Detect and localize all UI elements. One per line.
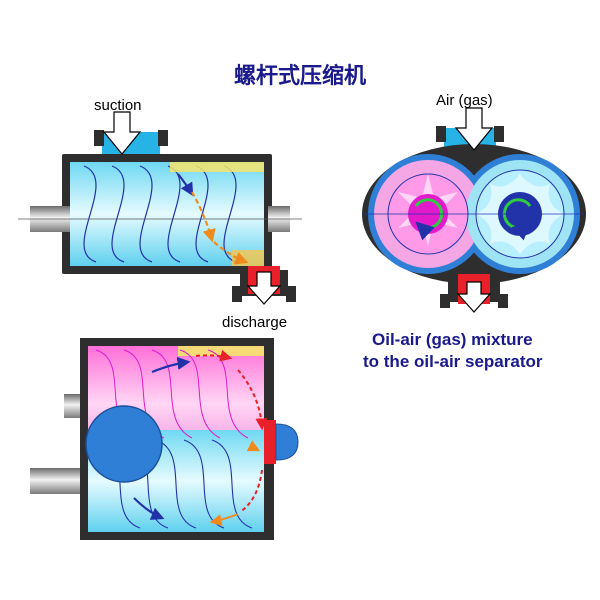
screw-rotor — [70, 162, 264, 266]
side-view-compressor — [18, 111, 302, 305]
lower-shaft — [30, 468, 88, 494]
mixture-label-line2: to the oil-air separator — [363, 352, 543, 371]
male-rotor — [387, 173, 469, 255]
discharge-arrow — [246, 271, 282, 305]
discharge-label: discharge — [222, 314, 288, 331]
mixture-label-line1: Oil-air (gas) mixture — [372, 330, 533, 349]
mixture-outlet-arrow — [456, 281, 492, 313]
diagram-title: 螺杆式压缩机 — [233, 64, 366, 89]
cross-section-rotors — [362, 107, 586, 313]
rotor-end-disc — [85, 405, 163, 483]
air-gas-label: Air (gas) — [436, 92, 493, 109]
cutaway-outlet — [275, 423, 299, 461]
twin-screw-cutaway — [30, 338, 299, 540]
suction-arrow — [102, 111, 142, 155]
air-inlet-arrow — [454, 107, 494, 151]
suction-label: suction — [94, 97, 142, 114]
